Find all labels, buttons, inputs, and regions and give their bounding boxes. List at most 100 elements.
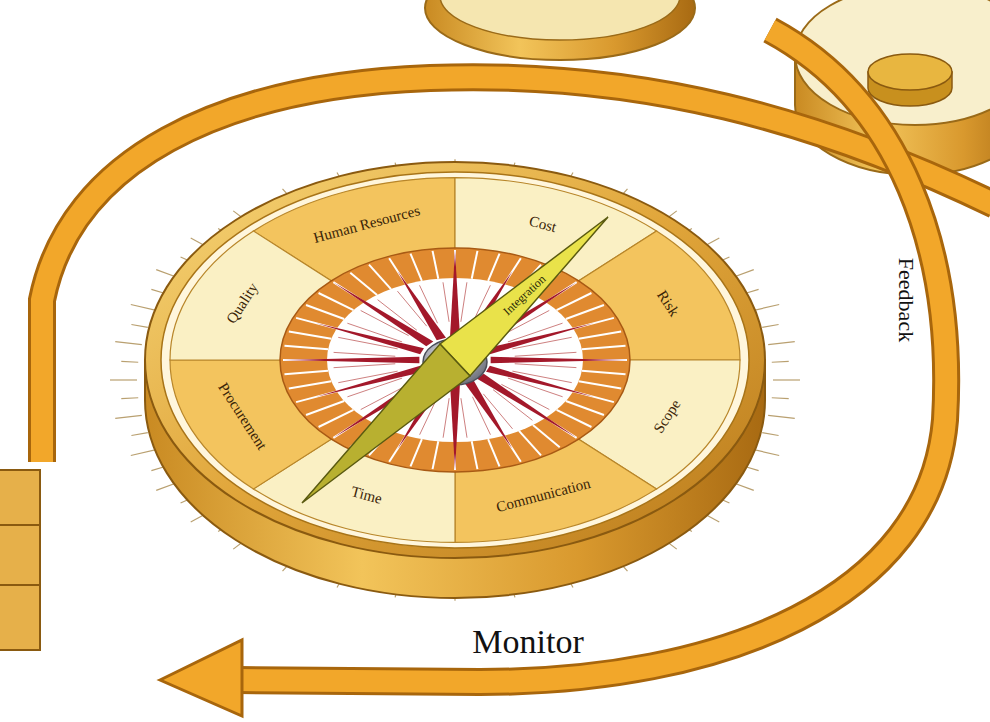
tick-mark [115, 342, 142, 345]
rose-ray [284, 346, 328, 350]
rose-ray [284, 371, 328, 375]
tick-mark [110, 379, 137, 380]
tick-mark [131, 450, 156, 456]
rose-line [515, 352, 577, 356]
rose-point [450, 250, 460, 337]
rose-ray [579, 332, 622, 339]
rose-line [347, 378, 402, 397]
tick-mark [121, 361, 138, 363]
rose-line [515, 364, 577, 368]
segment-label: Time [345, 481, 388, 511]
rose-line [493, 390, 532, 421]
rose-line [397, 291, 426, 326]
rose-ray [289, 332, 332, 339]
tick-mark [772, 361, 789, 363]
rose-point [491, 357, 627, 363]
segment-text: Procurement [211, 375, 275, 457]
cropped-box [0, 470, 40, 650]
rose-ray [350, 273, 377, 295]
needle-label: Integration [499, 271, 550, 320]
rose-ray [433, 441, 439, 469]
segment-text: Time [345, 481, 388, 511]
rose-line [443, 398, 449, 437]
rose-ray [557, 410, 592, 427]
cropped-box-lines [0, 525, 40, 585]
segment-label: Communication [490, 472, 597, 519]
tick-mark [121, 397, 138, 399]
rose-ray [306, 401, 344, 415]
compass-side [145, 360, 765, 598]
tick-mark [754, 304, 779, 310]
rose-ray [319, 293, 354, 310]
rose-line [361, 310, 409, 335]
segment-label: Scope [647, 392, 689, 441]
rose-ray [369, 265, 391, 289]
disc-knob-top [868, 54, 952, 90]
tick-mark [131, 325, 147, 328]
segment-label: Human Resources [307, 199, 426, 249]
tick-mark [754, 450, 779, 456]
rose-ray [410, 439, 421, 466]
needle-text: Integration [499, 271, 550, 320]
segment-label: Cost [523, 209, 563, 238]
segment-text: Scope [647, 392, 689, 441]
rose-ray [557, 293, 592, 310]
segment-text: Human Resources [307, 199, 426, 249]
rose-ray [433, 251, 439, 279]
rose-ray [472, 251, 478, 279]
segment-text: Quality [219, 276, 265, 332]
rose-point [464, 380, 512, 449]
tick-mark [772, 397, 789, 399]
rose-line [334, 352, 396, 356]
segment-label: Procurement [211, 375, 275, 457]
rose-point [450, 383, 460, 470]
rose-point [398, 271, 446, 340]
rose-line [461, 282, 467, 321]
rose-line [338, 337, 397, 349]
rose-ray [306, 305, 344, 319]
rose-ray [582, 346, 626, 350]
segment-text: Communication [490, 472, 597, 519]
rose-ray [319, 410, 354, 427]
rose-line [483, 394, 512, 429]
rose-ray [566, 305, 604, 319]
tick-marks [110, 159, 800, 601]
rose-line [347, 323, 402, 342]
tick-mark [762, 433, 778, 436]
tick-mark [773, 379, 800, 380]
rose-ray [472, 441, 478, 469]
rose-point [477, 374, 577, 438]
segment-text: Cost [523, 209, 563, 238]
compass-needle-south [302, 344, 470, 503]
rose-line [378, 300, 417, 331]
rose-line [501, 384, 549, 409]
band-label: Feedback [893, 258, 919, 342]
rose-line [508, 378, 563, 397]
rose-ray [566, 401, 604, 415]
compass-face [170, 178, 740, 543]
segment-text: Risk [649, 283, 686, 324]
tick-mark [768, 342, 795, 345]
rose-point [283, 357, 419, 363]
rose-ray [410, 254, 421, 281]
rose-line [512, 337, 571, 349]
rose-ray [582, 371, 626, 375]
tick-mark [762, 325, 778, 328]
rose-ray [579, 381, 622, 388]
rose-line [512, 371, 571, 383]
rose-line [472, 397, 490, 435]
rose-line [443, 282, 449, 321]
tick-mark [131, 433, 147, 436]
tick-mark [115, 415, 142, 418]
compass-needle-north [440, 217, 608, 376]
compass-bezel [161, 172, 749, 548]
rose-ray [488, 254, 499, 281]
rose-line [508, 323, 563, 342]
segment-label: Risk [649, 283, 686, 324]
rose-ray [519, 431, 541, 455]
band-label: Monitor [472, 623, 583, 661]
compass-rim [145, 162, 765, 558]
segment-label: Quality [219, 276, 265, 332]
